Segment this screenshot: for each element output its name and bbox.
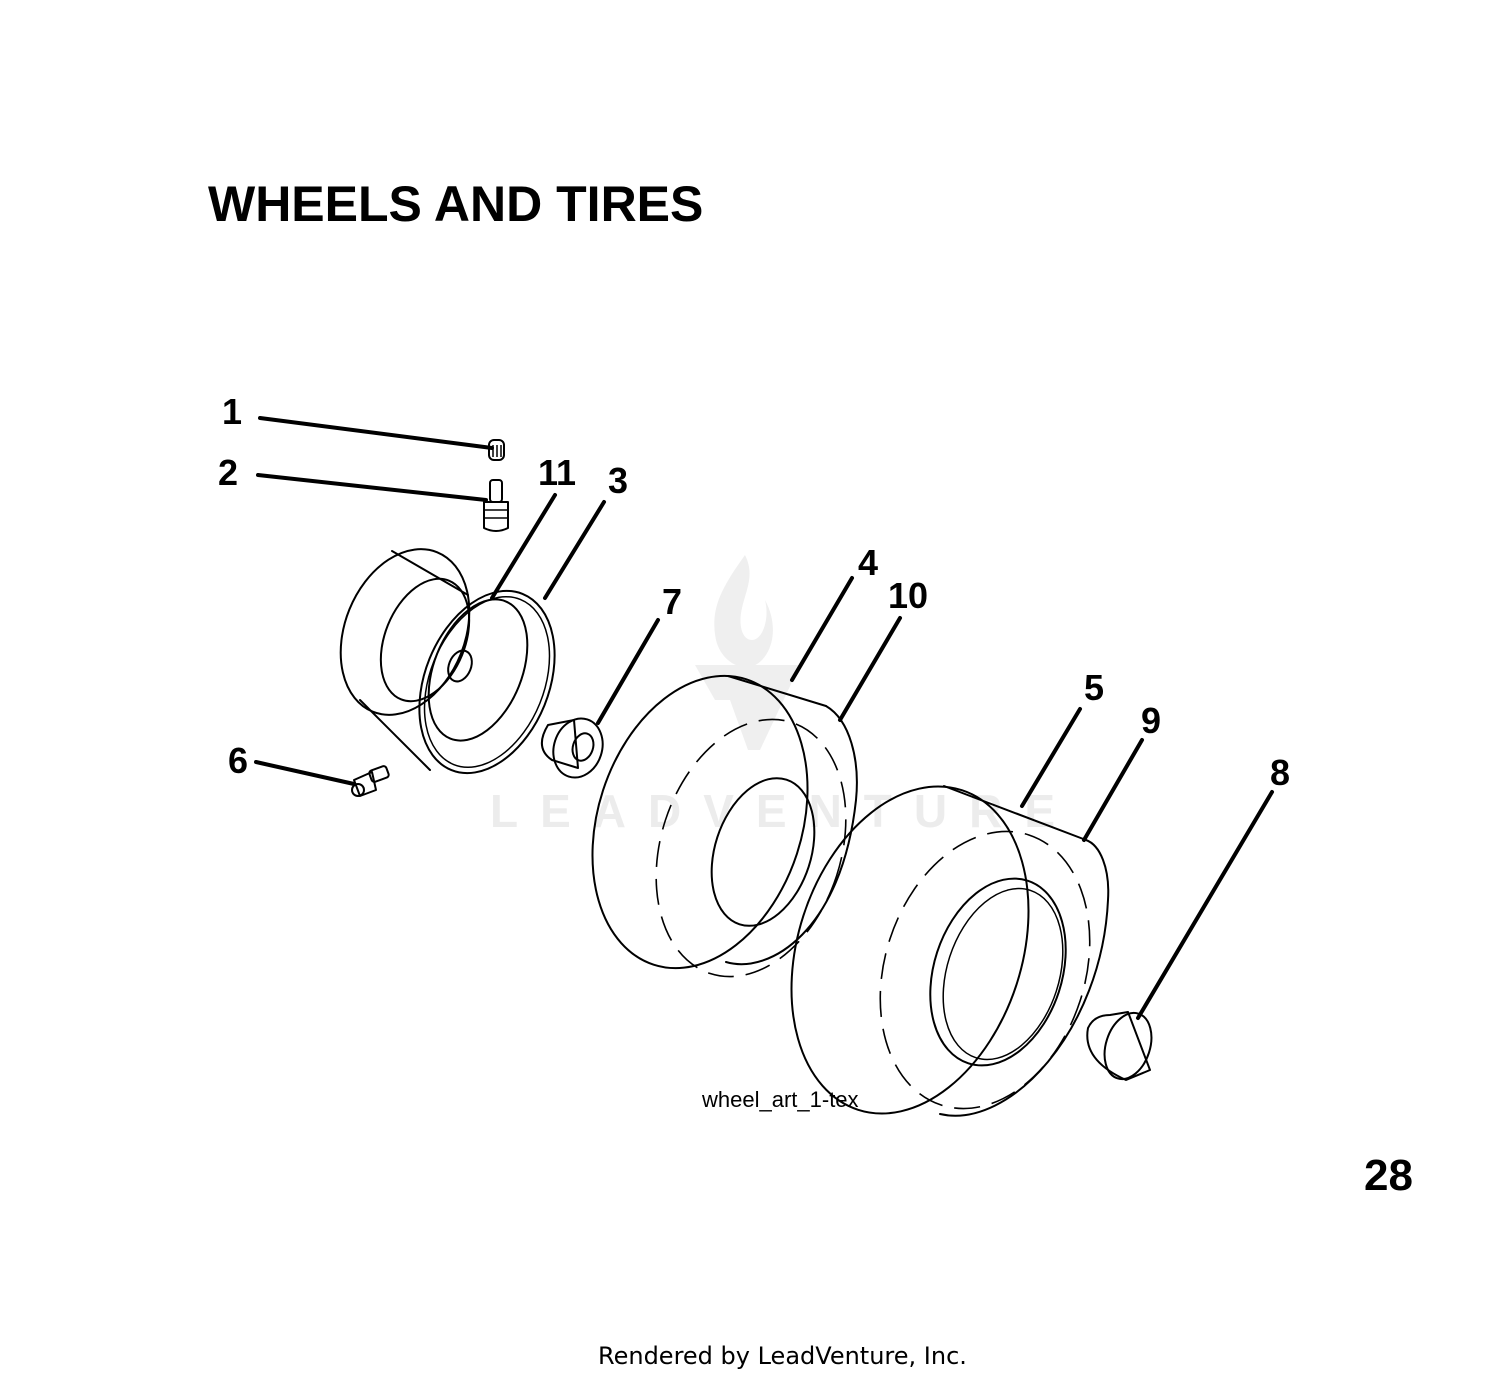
page-title: WHEELS AND TIRES xyxy=(208,176,703,232)
callout-9: 9 xyxy=(1141,700,1161,741)
part-3-rim xyxy=(339,548,556,775)
callout-1: 1 xyxy=(222,391,242,432)
leader-lines xyxy=(254,416,1274,1020)
callout-2: 2 xyxy=(218,452,238,493)
part-5-rear-tire xyxy=(790,785,1110,1117)
callout-labels: 1 2 11 3 4 10 7 6 5 9 8 xyxy=(218,391,1290,793)
part-7-bushing xyxy=(541,717,604,779)
part-6-grease-fitting xyxy=(351,765,390,797)
callout-4: 4 xyxy=(858,542,878,583)
callout-8: 8 xyxy=(1270,752,1290,793)
callout-11: 11 xyxy=(538,452,576,493)
part-2-valve-stem xyxy=(483,479,509,532)
leadventure-watermark: LEADVENTURE xyxy=(490,555,1077,837)
part-8-hub-cap xyxy=(1086,1011,1153,1081)
callout-5: 5 xyxy=(1084,667,1104,708)
page-number: 28 xyxy=(1364,1151,1413,1200)
credit-line: Rendered by LeadVenture, Inc. xyxy=(598,1342,967,1370)
part-1-valve-cap xyxy=(488,439,505,461)
part-4-front-tire xyxy=(591,674,858,978)
callout-6: 6 xyxy=(228,740,248,781)
callout-3: 3 xyxy=(608,460,628,501)
watermark-text: LEADVENTURE xyxy=(490,785,1077,837)
callout-7: 7 xyxy=(662,581,682,622)
callout-10: 10 xyxy=(888,575,928,616)
art-reference: wheel_art_1-tex xyxy=(701,1087,859,1112)
